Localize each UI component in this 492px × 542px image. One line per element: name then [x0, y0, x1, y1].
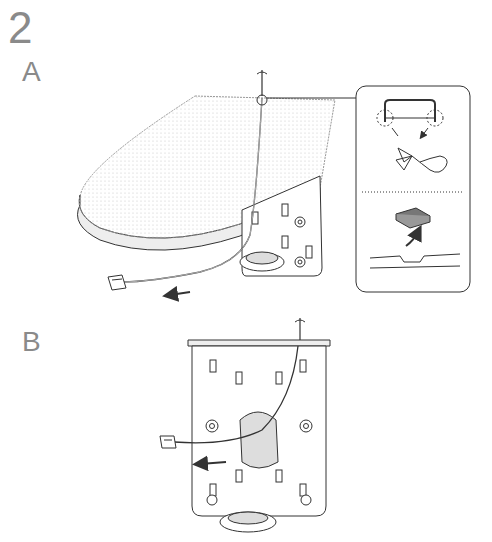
step-number: 2	[8, 6, 32, 50]
panel-letter: B	[22, 328, 41, 356]
panel-letter: A	[22, 58, 41, 86]
